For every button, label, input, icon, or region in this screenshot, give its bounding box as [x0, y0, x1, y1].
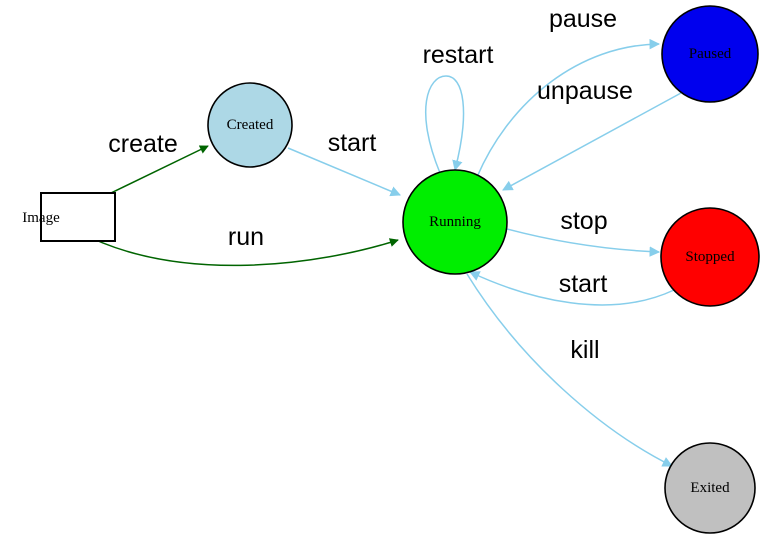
edge-label-run: run: [228, 223, 264, 251]
node-created-label: Created: [227, 117, 274, 133]
edge-label-restart: restart: [423, 41, 494, 69]
node-created-circle: [207, 82, 293, 168]
node-exited[interactable]: Exited: [664, 442, 756, 534]
node-exited-circle: [664, 442, 756, 534]
edge-label-start-stopped: start: [559, 270, 608, 298]
edge-kill-path: [466, 273, 673, 467]
node-image-rect: [40, 192, 116, 242]
node-running-label: Running: [429, 214, 481, 230]
edge-start-created[interactable]: start: [287, 129, 401, 197]
edge-start-stopped-path: [469, 271, 675, 306]
edge-stop-path: [506, 228, 661, 257]
edge-kill[interactable]: kill: [466, 273, 673, 467]
edge-pause[interactable]: pause: [476, 5, 661, 178]
edge-run[interactable]: run: [78, 223, 399, 267]
node-stopped-label: Stopped: [685, 249, 735, 265]
edge-label-stop: stop: [560, 207, 607, 235]
node-stopped-circle: [660, 207, 760, 307]
node-created[interactable]: Created: [207, 82, 293, 168]
node-stopped[interactable]: Stopped: [660, 207, 760, 307]
edge-create[interactable]: create: [77, 130, 209, 210]
node-exited-label: Exited: [690, 480, 730, 496]
edge-label-create: create: [108, 130, 177, 158]
node-running[interactable]: Running: [402, 169, 508, 275]
edge-stop[interactable]: stop: [506, 207, 661, 257]
edge-start-stopped[interactable]: start: [469, 270, 675, 306]
edge-label-unpause: unpause: [537, 77, 633, 105]
edge-start-created-path: [287, 147, 401, 197]
edge-restart-path: [424, 75, 465, 174]
edge-unpause-path: [502, 92, 682, 191]
node-paused[interactable]: Paused: [661, 5, 759, 103]
edge-unpause[interactable]: unpause: [502, 77, 682, 191]
node-image-label: Image: [22, 210, 60, 226]
edges-layer: create run start restart pause unpause: [77, 5, 682, 467]
edge-label-pause: pause: [549, 5, 617, 33]
node-paused-label: Paused: [689, 46, 732, 62]
node-running-circle: [402, 169, 508, 275]
node-paused-circle: [661, 5, 759, 103]
edge-label-start-created: start: [328, 129, 377, 157]
edge-label-kill: kill: [570, 336, 599, 364]
edge-restart[interactable]: restart: [423, 41, 494, 174]
node-image[interactable]: Image: [22, 192, 116, 242]
edge-pause-path: [476, 38, 661, 178]
nodes-layer: Image Created Running Paused Stopped Exi: [22, 5, 760, 534]
edge-run-path: [78, 231, 399, 267]
